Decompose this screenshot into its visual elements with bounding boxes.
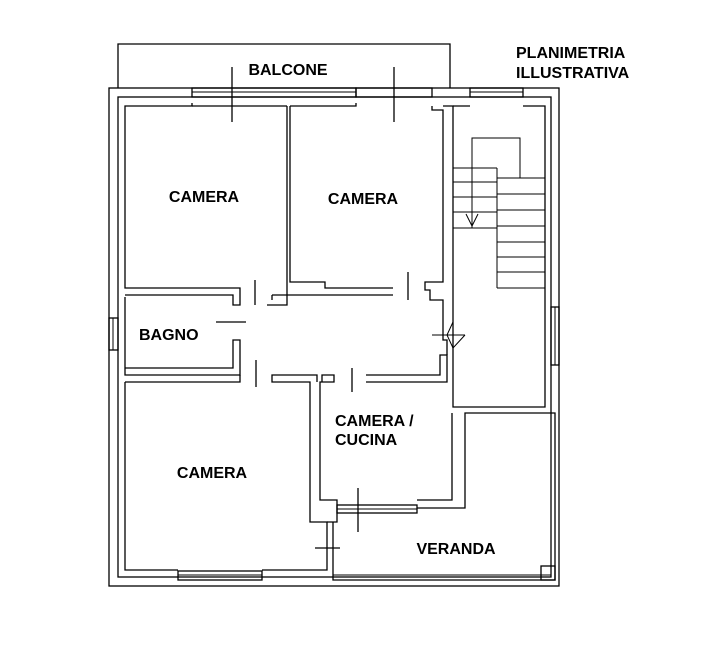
room-veranda — [332, 412, 556, 581]
room-bagno — [124, 297, 257, 387]
windows — [108, 87, 560, 581]
label-camera-top-left: CAMERA — [169, 189, 240, 206]
label-camera-top-center: CAMERA — [328, 191, 399, 208]
label-balcone: BALCONE — [248, 62, 327, 79]
label-camera-cucina-line-1: CAMERA / — [335, 413, 414, 430]
title-line-2: ILLUSTRATIVA — [516, 65, 630, 82]
label-bagno: BAGNO — [139, 327, 199, 344]
label-camera-cucina-line-2: CUCINA — [335, 432, 398, 449]
room-camera-top-left — [124, 103, 288, 306]
label-veranda: VERANDA — [416, 541, 496, 558]
room-camera-top-center — [231, 67, 444, 330]
title-line-1: PLANIMETRIA — [516, 45, 626, 62]
room-camera-cucina — [319, 354, 453, 532]
label-camera-bottom-left: CAMERA — [177, 465, 248, 482]
stair-core — [432, 105, 546, 408]
balcony — [117, 43, 451, 88]
room-camera-bottom-left — [124, 374, 340, 571]
